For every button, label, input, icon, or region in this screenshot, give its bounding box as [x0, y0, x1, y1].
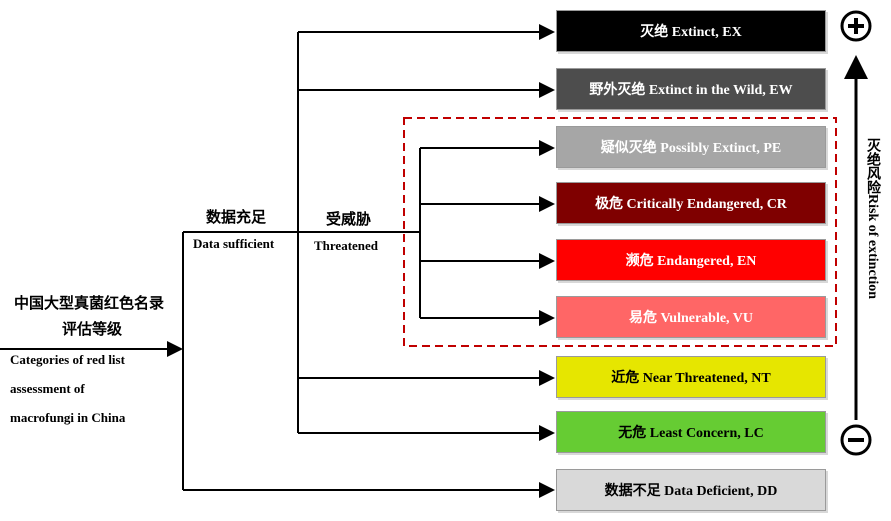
category-box-dd: 数据不足 Data Deficient, DD — [556, 469, 826, 511]
category-box-ex: 灭绝 Extinct, EX — [556, 10, 826, 52]
root-label-cn-2: 评估等级 — [62, 322, 123, 338]
category-box-ew: 野外灭绝 Extinct in the Wild, EW — [556, 68, 826, 110]
threatened-label-cn: 受威胁 — [326, 212, 372, 228]
category-box-pe: 疑似灭绝 Possibly Extinct, PE — [556, 126, 826, 168]
plus-circle-icon — [840, 10, 872, 42]
root-label-en-2: assessment of — [10, 381, 85, 396]
category-box-cr: 极危 Critically Endangered, CR — [556, 182, 826, 224]
threatened-group-frame — [403, 117, 837, 347]
data-sufficient-label-en: Data sufficient — [193, 236, 275, 251]
root-label-cn-1: 中国大型真菌红色名录 — [14, 296, 165, 312]
data-sufficient-label-cn: 数据充足 — [206, 210, 267, 226]
category-box-en: 濒危 Endangered, EN — [556, 239, 826, 281]
category-box-nt: 近危 Near Threatened, NT — [556, 356, 826, 398]
category-box-vu: 易危 Vulnerable, VU — [556, 296, 826, 338]
threatened-label-en: Threatened — [314, 238, 379, 253]
category-box-lc: 无危 Least Concern, LC — [556, 411, 826, 453]
root-label-en-3: macrofungi in China — [10, 410, 126, 425]
minus-circle-icon — [840, 424, 872, 456]
risk-axis-label: 灭绝风险Risk of extinction — [865, 138, 880, 299]
root-label-en-1: Categories of red list — [10, 352, 125, 367]
